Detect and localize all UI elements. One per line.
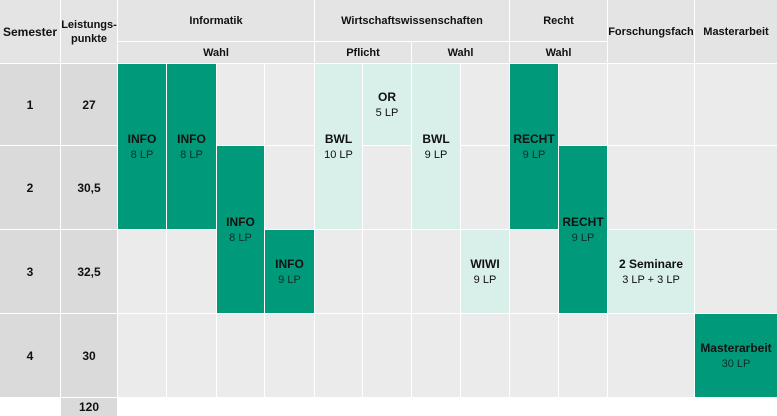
header-forschungsfach: Forschungsfach bbox=[608, 0, 694, 63]
header-informatik: Informatik bbox=[118, 0, 314, 41]
header-semester: Semester bbox=[0, 0, 60, 63]
row-divider bbox=[118, 229, 777, 230]
subheader-wahl-recht: Wahl bbox=[510, 42, 607, 63]
header-masterarbeit: Masterarbeit bbox=[695, 0, 777, 63]
lp-cell: 32,5 bbox=[61, 230, 117, 313]
subheader-pflicht-wiwi: Pflicht bbox=[315, 42, 411, 63]
header-wiwi: Wirtschaftswissenschaften bbox=[315, 0, 509, 41]
lp-cell: 30,5 bbox=[61, 146, 117, 229]
semester-cell: 2 bbox=[0, 146, 60, 229]
subheader-wahl-info: Wahl bbox=[118, 42, 314, 63]
header-leistungspunkte: Leistungs- punkte bbox=[61, 0, 117, 63]
semester-cell: 3 bbox=[0, 230, 60, 313]
subheader-wahl-wiwi: Wahl bbox=[412, 42, 509, 63]
header-recht: Recht bbox=[510, 0, 607, 41]
row-divider bbox=[118, 313, 777, 314]
lp-cell: 27 bbox=[61, 64, 117, 145]
total-lp: 120 bbox=[61, 398, 117, 416]
lp-cell: 30 bbox=[61, 314, 117, 397]
semester-cell: 1 bbox=[0, 64, 60, 145]
semester-cell: 4 bbox=[0, 314, 60, 397]
